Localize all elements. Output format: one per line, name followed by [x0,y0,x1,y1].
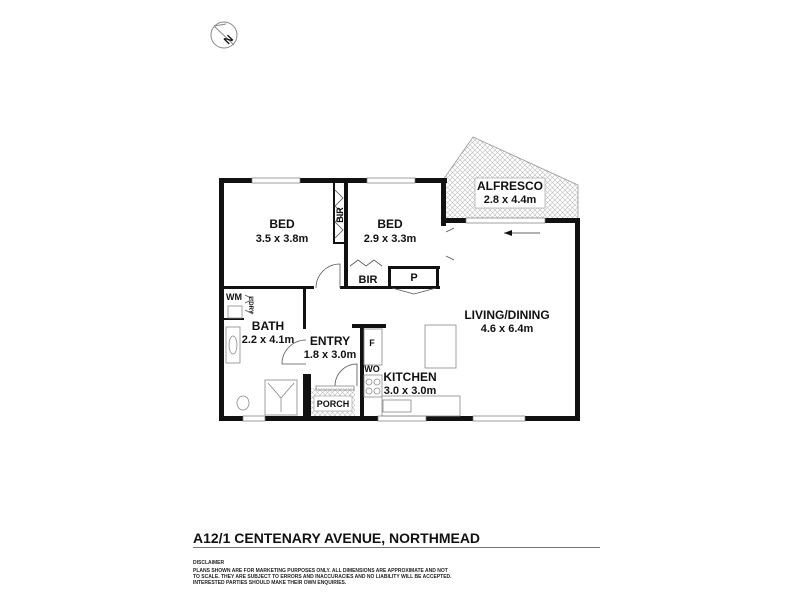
svg-text:3.0 x 3.0m: 3.0 x 3.0m [384,385,437,397]
svg-text:2.9 x 3.3m: 2.9 x 3.3m [364,233,417,245]
oven-label: WO [364,364,380,374]
svg-text:2.2 x 4.1m: 2.2 x 4.1m [242,334,295,346]
room-alfresco: ALFRESCO 2.8 x 4.4m [477,179,543,206]
svg-text:LIVING/DINING: LIVING/DINING [464,308,549,322]
fixtures [225,305,461,417]
property-address: A12/1 CENTENARY AVENUE, NORTHMEAD [193,530,481,546]
room-bir-2: BIR [359,274,378,286]
svg-text:1.8 x 3.0m: 1.8 x 3.0m [304,349,357,361]
divider [193,547,600,548]
svg-text:3.5 x 3.8m: 3.5 x 3.8m [256,233,309,245]
room-porch: PORCH [317,399,350,409]
svg-text:ALFRESCO: ALFRESCO [477,179,543,193]
svg-text:BED: BED [377,217,403,231]
svg-text:ENTRY: ENTRY [310,334,350,348]
room-pantry: P [410,272,417,284]
svg-text:BED: BED [269,217,295,231]
windows [242,177,546,422]
room-laundry: L'DRY [247,296,253,314]
walls [219,178,580,421]
north-compass-icon: N [210,21,238,49]
svg-text:BATH: BATH [252,319,284,333]
room-bir-1: BIR [335,207,345,223]
room-kitchen: KITCHEN 3.0 x 3.0m [383,370,436,397]
svg-text:2.8 x 4.4m: 2.8 x 4.4m [484,194,537,206]
room-entry: ENTRY 1.8 x 3.0m [304,334,357,361]
room-bed-2: BED 2.9 x 3.3m [364,217,417,245]
room-living-dining: LIVING/DINING 4.6 x 6.4m [464,308,549,335]
room-bed-1: BED 3.5 x 3.8m [256,217,309,245]
doors [244,189,455,387]
svg-text:KITCHEN: KITCHEN [383,370,436,384]
room-bath: BATH 2.2 x 4.1m [242,319,295,346]
room-wm: WM [226,292,242,302]
svg-text:4.6 x 6.4m: 4.6 x 6.4m [481,323,534,335]
fridge-label: F [369,338,375,348]
disclaimer-text: PLANS SHOWN ARE FOR MARKETING PURPOSES O… [193,568,452,586]
disclaimer-heading: DISCLAIMER [193,560,225,566]
